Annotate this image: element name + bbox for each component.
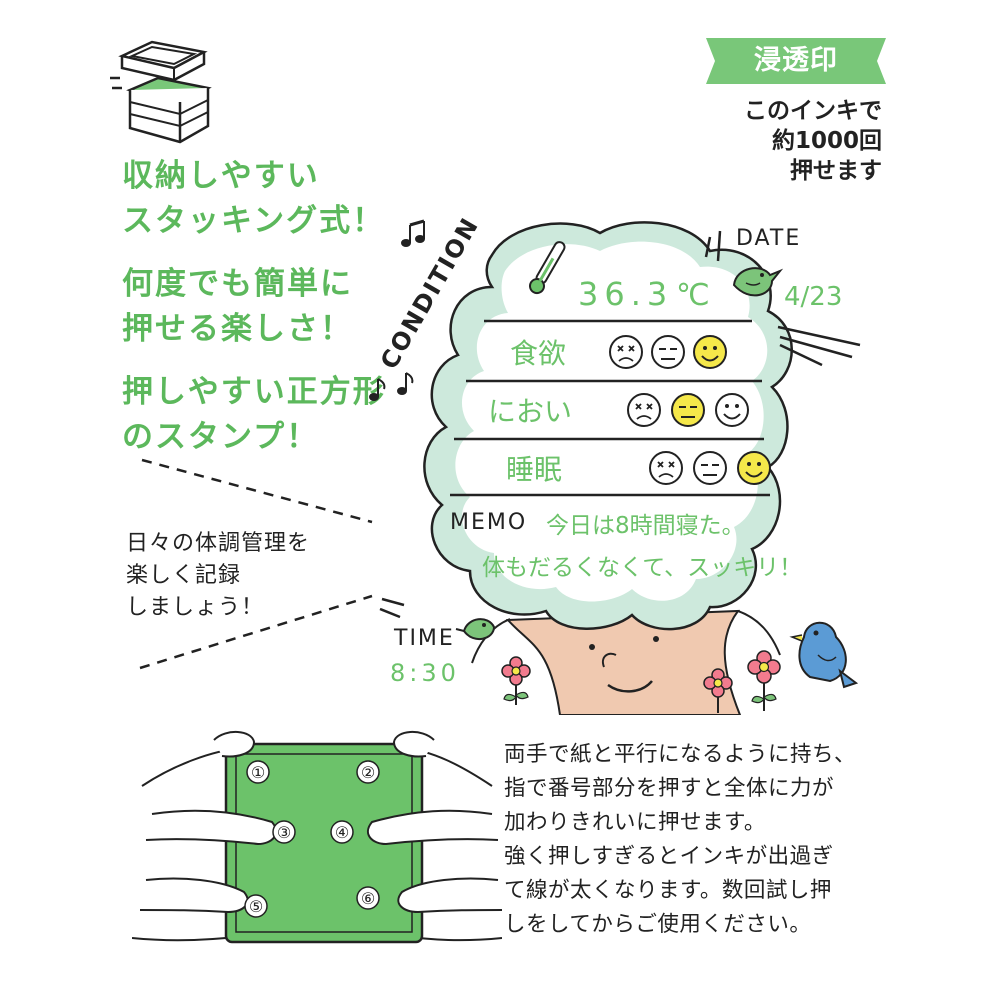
bird-icon — [455, 618, 496, 641]
neutral-face-icon — [671, 393, 705, 427]
row-label-smell: におい — [488, 395, 572, 428]
bird-icon — [789, 621, 859, 689]
neutral-face-icon — [693, 451, 727, 485]
memo-line-1: 今日は8時間寝た。 — [546, 513, 745, 539]
feature-stacking: 収納しやすい スタッキング式！ — [122, 158, 386, 239]
memo-line-2: 体もだるくなくて、スッキリ！ — [482, 555, 802, 581]
flower-icon — [501, 656, 531, 705]
feature-square: 押しやすい正方形 のスタンプ！ — [122, 374, 386, 455]
date-label: DATE — [736, 226, 801, 251]
finger-point-6: ⑥ — [356, 886, 380, 910]
bird-icon — [732, 267, 784, 297]
sad-face-icon — [609, 335, 643, 369]
music-note-icon — [401, 219, 425, 247]
temperature-unit: ℃ — [676, 278, 710, 313]
svg-text:①: ① — [251, 763, 265, 782]
flower-icon — [703, 668, 733, 713]
svg-text:②: ② — [361, 763, 375, 782]
finger-point-2: ② — [356, 760, 380, 784]
smell-faces — [627, 393, 749, 427]
tree-trunk — [505, 609, 742, 715]
happy-face-icon — [715, 393, 749, 427]
happy-face-icon — [737, 451, 771, 485]
finger-point-1: ① — [246, 760, 270, 784]
svg-text:④: ④ — [335, 823, 349, 842]
svg-text:⑤: ⑤ — [249, 897, 263, 916]
memo-label: MEMO — [450, 510, 527, 535]
flower-icon — [747, 650, 781, 711]
hands-holding-stamp: ① ② ③ ④ ⑤ ⑥ — [132, 731, 502, 944]
time-label: TIME — [393, 626, 455, 651]
feature-easy: 何度でも簡単に 押せる楽しさ！ — [122, 266, 353, 347]
health-record-note: 日々の体調管理を 楽しく記録 しましょう！ — [126, 531, 311, 620]
feature-list: 収納しやすい スタッキング式！ 何度でも簡単に 押せる楽しさ！ 押しやすい正方形… — [122, 154, 386, 460]
condition-tree-stamp: 36.3 ℃ 食欲 におい 睡眠 MEMO 今日は8時間寝た。 体もだるくなくて… — [369, 215, 861, 715]
row-label-sleep: 睡眠 — [506, 453, 562, 486]
sad-face-icon — [627, 393, 661, 427]
time-value: 8:30 — [390, 659, 460, 687]
usage-instructions: 両手で紙と平行になるように持ち、 指で番号部分を押すと全体に力が 加わりきれいに… — [504, 742, 857, 937]
stacking-case-icon — [110, 40, 212, 144]
svg-text:⑥: ⑥ — [361, 889, 375, 908]
finger-point-5: ⑤ — [244, 894, 268, 918]
appetite-faces — [609, 335, 727, 369]
happy-face-icon — [693, 335, 727, 369]
permeable-stamp-badge: 浸透印 — [706, 38, 886, 84]
ink-capacity-note: このインキで 約1000回 押せます — [744, 98, 882, 184]
row-label-appetite: 食欲 — [510, 337, 566, 370]
finger-point-3: ③ — [272, 820, 296, 844]
date-value: 4/23 — [784, 282, 842, 312]
svg-text:③: ③ — [277, 823, 291, 842]
neutral-face-icon — [651, 335, 685, 369]
music-note-icon — [369, 372, 414, 401]
sleep-faces — [649, 451, 771, 485]
finger-point-4: ④ — [330, 820, 354, 844]
sad-face-icon — [649, 451, 683, 485]
temperature-value: 36.3 — [578, 275, 673, 313]
thermometer-icon — [529, 241, 566, 295]
